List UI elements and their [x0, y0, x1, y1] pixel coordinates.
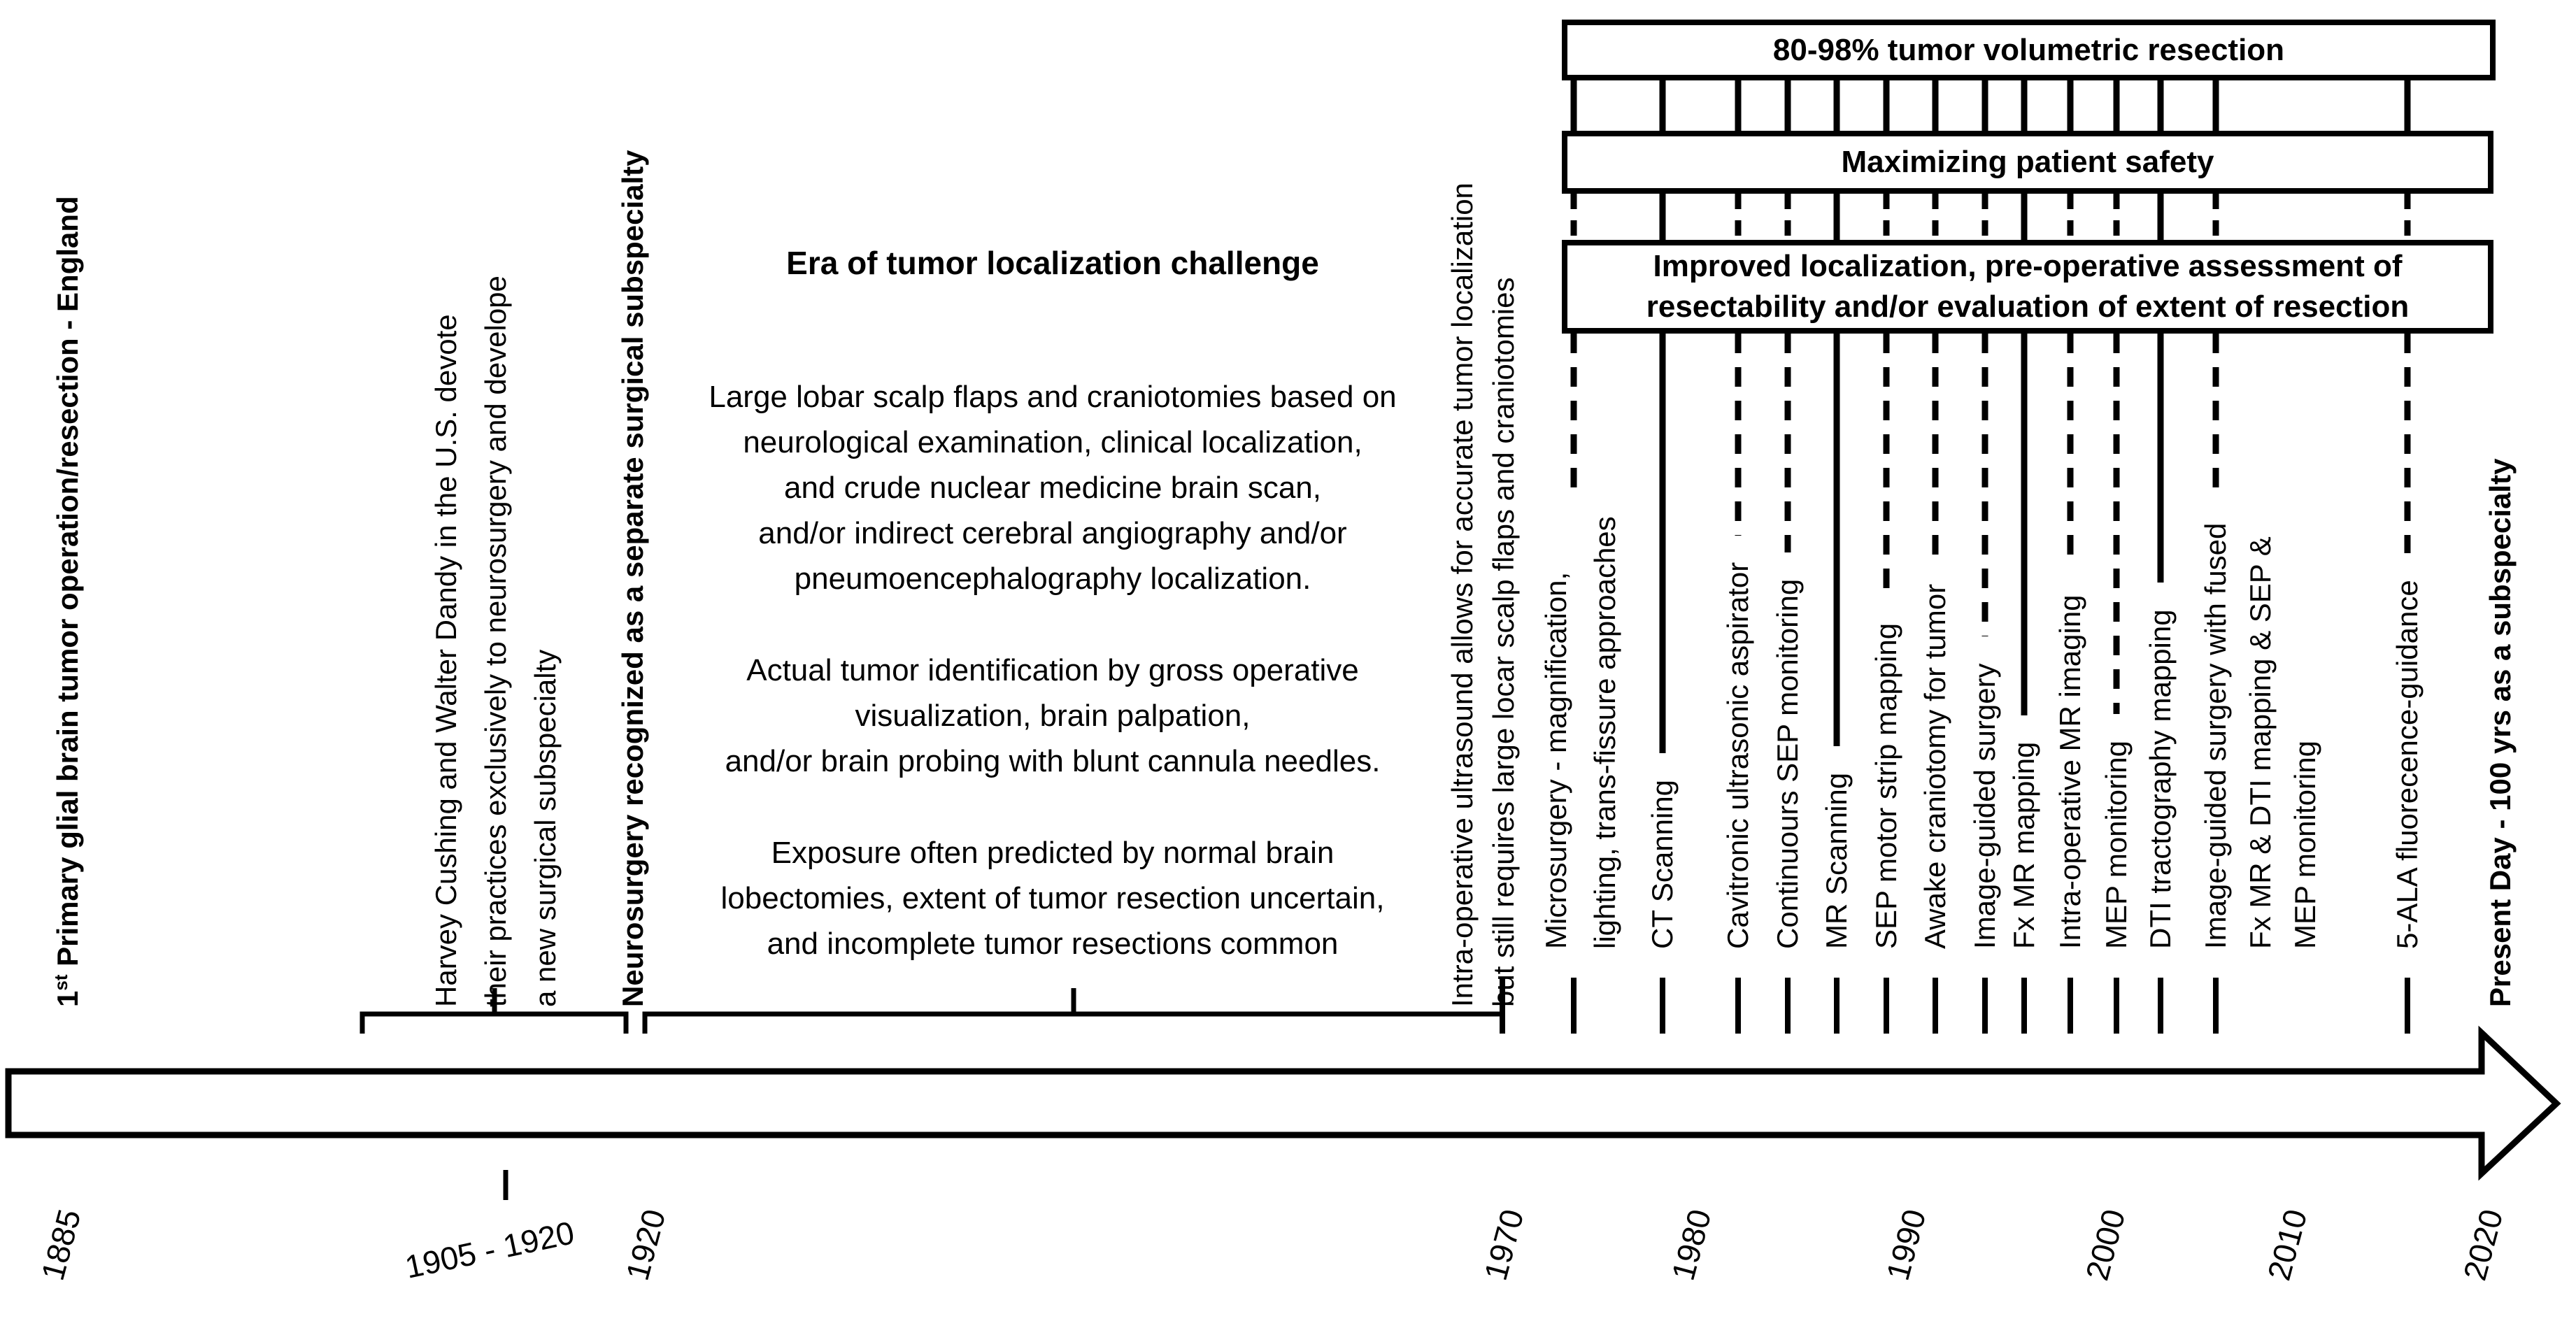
timeline-arrow [5, 1025, 2561, 1181]
event-label-continuous-sep-monitoring: Continuours SEP monitoring [1771, 578, 1804, 949]
goal-box-improved-localization: Improved localization, pre-operative ass… [1562, 240, 2493, 334]
goal-box-patient-safety: Maximizing patient safety [1562, 131, 2493, 194]
event-label-sep-motor-strip-mapping: SEP motor strip mapping [1870, 622, 1902, 949]
era-note-paragraph: Exposure often predicted by normal brain… [720, 836, 1385, 961]
event-label-dti-tractography: DTI tractography mapping [2144, 609, 2177, 949]
goal-box-label: Improved localization, pre-operative ass… [1653, 249, 2403, 283]
event-label-intraoperative-mr-imaging: Intra-operative MR imaging [2054, 594, 2086, 949]
goal-box-label: 80-98% tumor volumetric resection [1772, 32, 2285, 67]
ordinal-superscript: st [50, 974, 71, 991]
event-label-image-guided-surgery: Image-guided surgery [1968, 663, 2001, 949]
event-label-mep-monitoring: MEP monitoring [2100, 740, 2133, 949]
era-bracket-1 [360, 1011, 629, 1034]
event-label-awake-craniotomy: Awake craniotomy for tumor [1919, 583, 1951, 949]
event-label-cushing-dandy: Harvey Cushing and Walter Dandy in the U… [429, 276, 562, 1007]
era-bracket-2 [642, 1011, 1505, 1034]
event-label-fx-mr-mapping: Fx MR mapping [2007, 741, 2040, 949]
goal-box-label: Maximizing patient safety [1841, 145, 2214, 179]
event-label-ct-scanning: CT Scanning [1646, 779, 1679, 949]
era-note-title: Era of tumor localization challenge [786, 245, 1319, 281]
event-label-mr-scanning: MR Scanning [1820, 772, 1853, 949]
event-label-microsurgery: Microsurgery - magnification,lighting, t… [1539, 516, 1621, 949]
event-label-5-ala-guidance: 5-ALA fluorecence-guidance [2391, 580, 2424, 949]
event-label-cavitronic-aspirator: Cavitronic ultrasonic aspirator [1721, 562, 1754, 949]
event-label-present-day: Present Day - 100 yrs as a subspecialty [2484, 458, 2517, 1007]
era-note-paragraph: Large lobar scalp flaps and craniotomies… [709, 380, 1397, 596]
goal-box-label: resectability and/or evaluation of exten… [1646, 290, 2410, 324]
event-label-intraoperative-ultrasound: Intra-operative ultrasound allows for ac… [1445, 183, 1520, 1007]
event-label-first-operation: 1st Primary glial brain tumor operation/… [50, 196, 84, 1007]
era-note: Era of tumor localization challenge Larg… [643, 246, 1462, 1013]
goal-box-volumetric-resection: 80-98% tumor volumetric resection [1562, 20, 2496, 80]
era-note-paragraph: Actual tumor identification by gross ope… [725, 653, 1381, 778]
event-label-neurosurgery-recognized: Neurosurgery recognized as a separate su… [616, 150, 649, 1007]
